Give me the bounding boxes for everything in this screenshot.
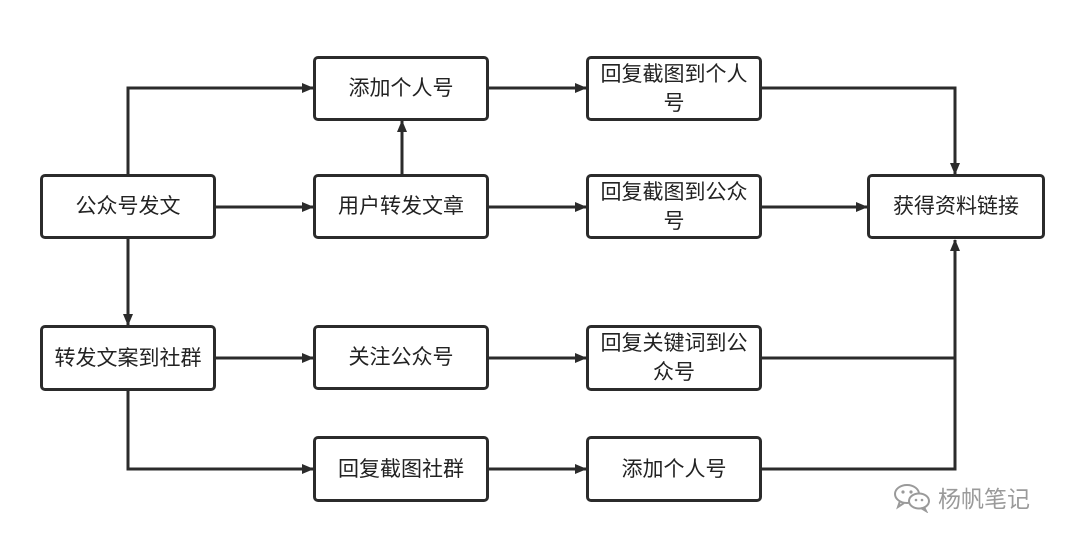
watermark: 杨帆笔记 bbox=[892, 477, 1030, 517]
node-forward-group: 转发文案到社群 bbox=[40, 325, 216, 391]
node-publish: 公众号发文 bbox=[40, 174, 216, 239]
node-user-forward: 用户转发文章 bbox=[313, 174, 489, 239]
edge-forward-group-to-reply-group bbox=[126, 391, 314, 474]
node-follow-public: 关注公众号 bbox=[313, 325, 489, 390]
node-reply-keyword-label: 回复关键词到公众号 bbox=[600, 331, 748, 384]
node-user-forward-label: 用户转发文章 bbox=[338, 194, 464, 218]
node-reply-screenshot-public: 回复截图到公众号 bbox=[586, 174, 762, 239]
node-reply-screenshot-public-label: 回复截图到公众号 bbox=[600, 179, 748, 233]
node-get-link: 获得资料链接 bbox=[867, 174, 1045, 239]
edge-publish-to-add-personal bbox=[126, 83, 314, 174]
node-reply-screenshot-group-label: 回复截图社群 bbox=[338, 456, 464, 481]
node-add-personal-top-label: 添加个人号 bbox=[348, 76, 454, 100]
node-follow-public-label: 关注公众号 bbox=[348, 345, 454, 369]
edge-reply-personal-to-get-link bbox=[762, 86, 960, 175]
watermark-label: 杨帆笔记 bbox=[938, 487, 1030, 513]
node-publish-label: 公众号发文 bbox=[75, 194, 181, 218]
node-reply-screenshot-personal-label: 回复截图到个人号 bbox=[600, 61, 748, 115]
node-forward-group-label: 转发文案到社群 bbox=[54, 345, 202, 370]
node-get-link-label: 获得资料链接 bbox=[893, 194, 1019, 218]
node-add-personal-bottom: 添加个人号 bbox=[586, 436, 762, 502]
node-add-personal-bottom-label: 添加个人号 bbox=[621, 456, 727, 481]
node-reply-screenshot-group: 回复截图社群 bbox=[313, 436, 489, 502]
node-reply-screenshot-personal: 回复截图到个人号 bbox=[586, 56, 762, 121]
node-add-personal-top: 添加个人号 bbox=[313, 56, 489, 121]
wechat-icon bbox=[894, 484, 930, 513]
node-reply-keyword: 回复关键词到公众号 bbox=[586, 325, 762, 391]
edge-add-personal-to-get-link bbox=[762, 239, 960, 471]
